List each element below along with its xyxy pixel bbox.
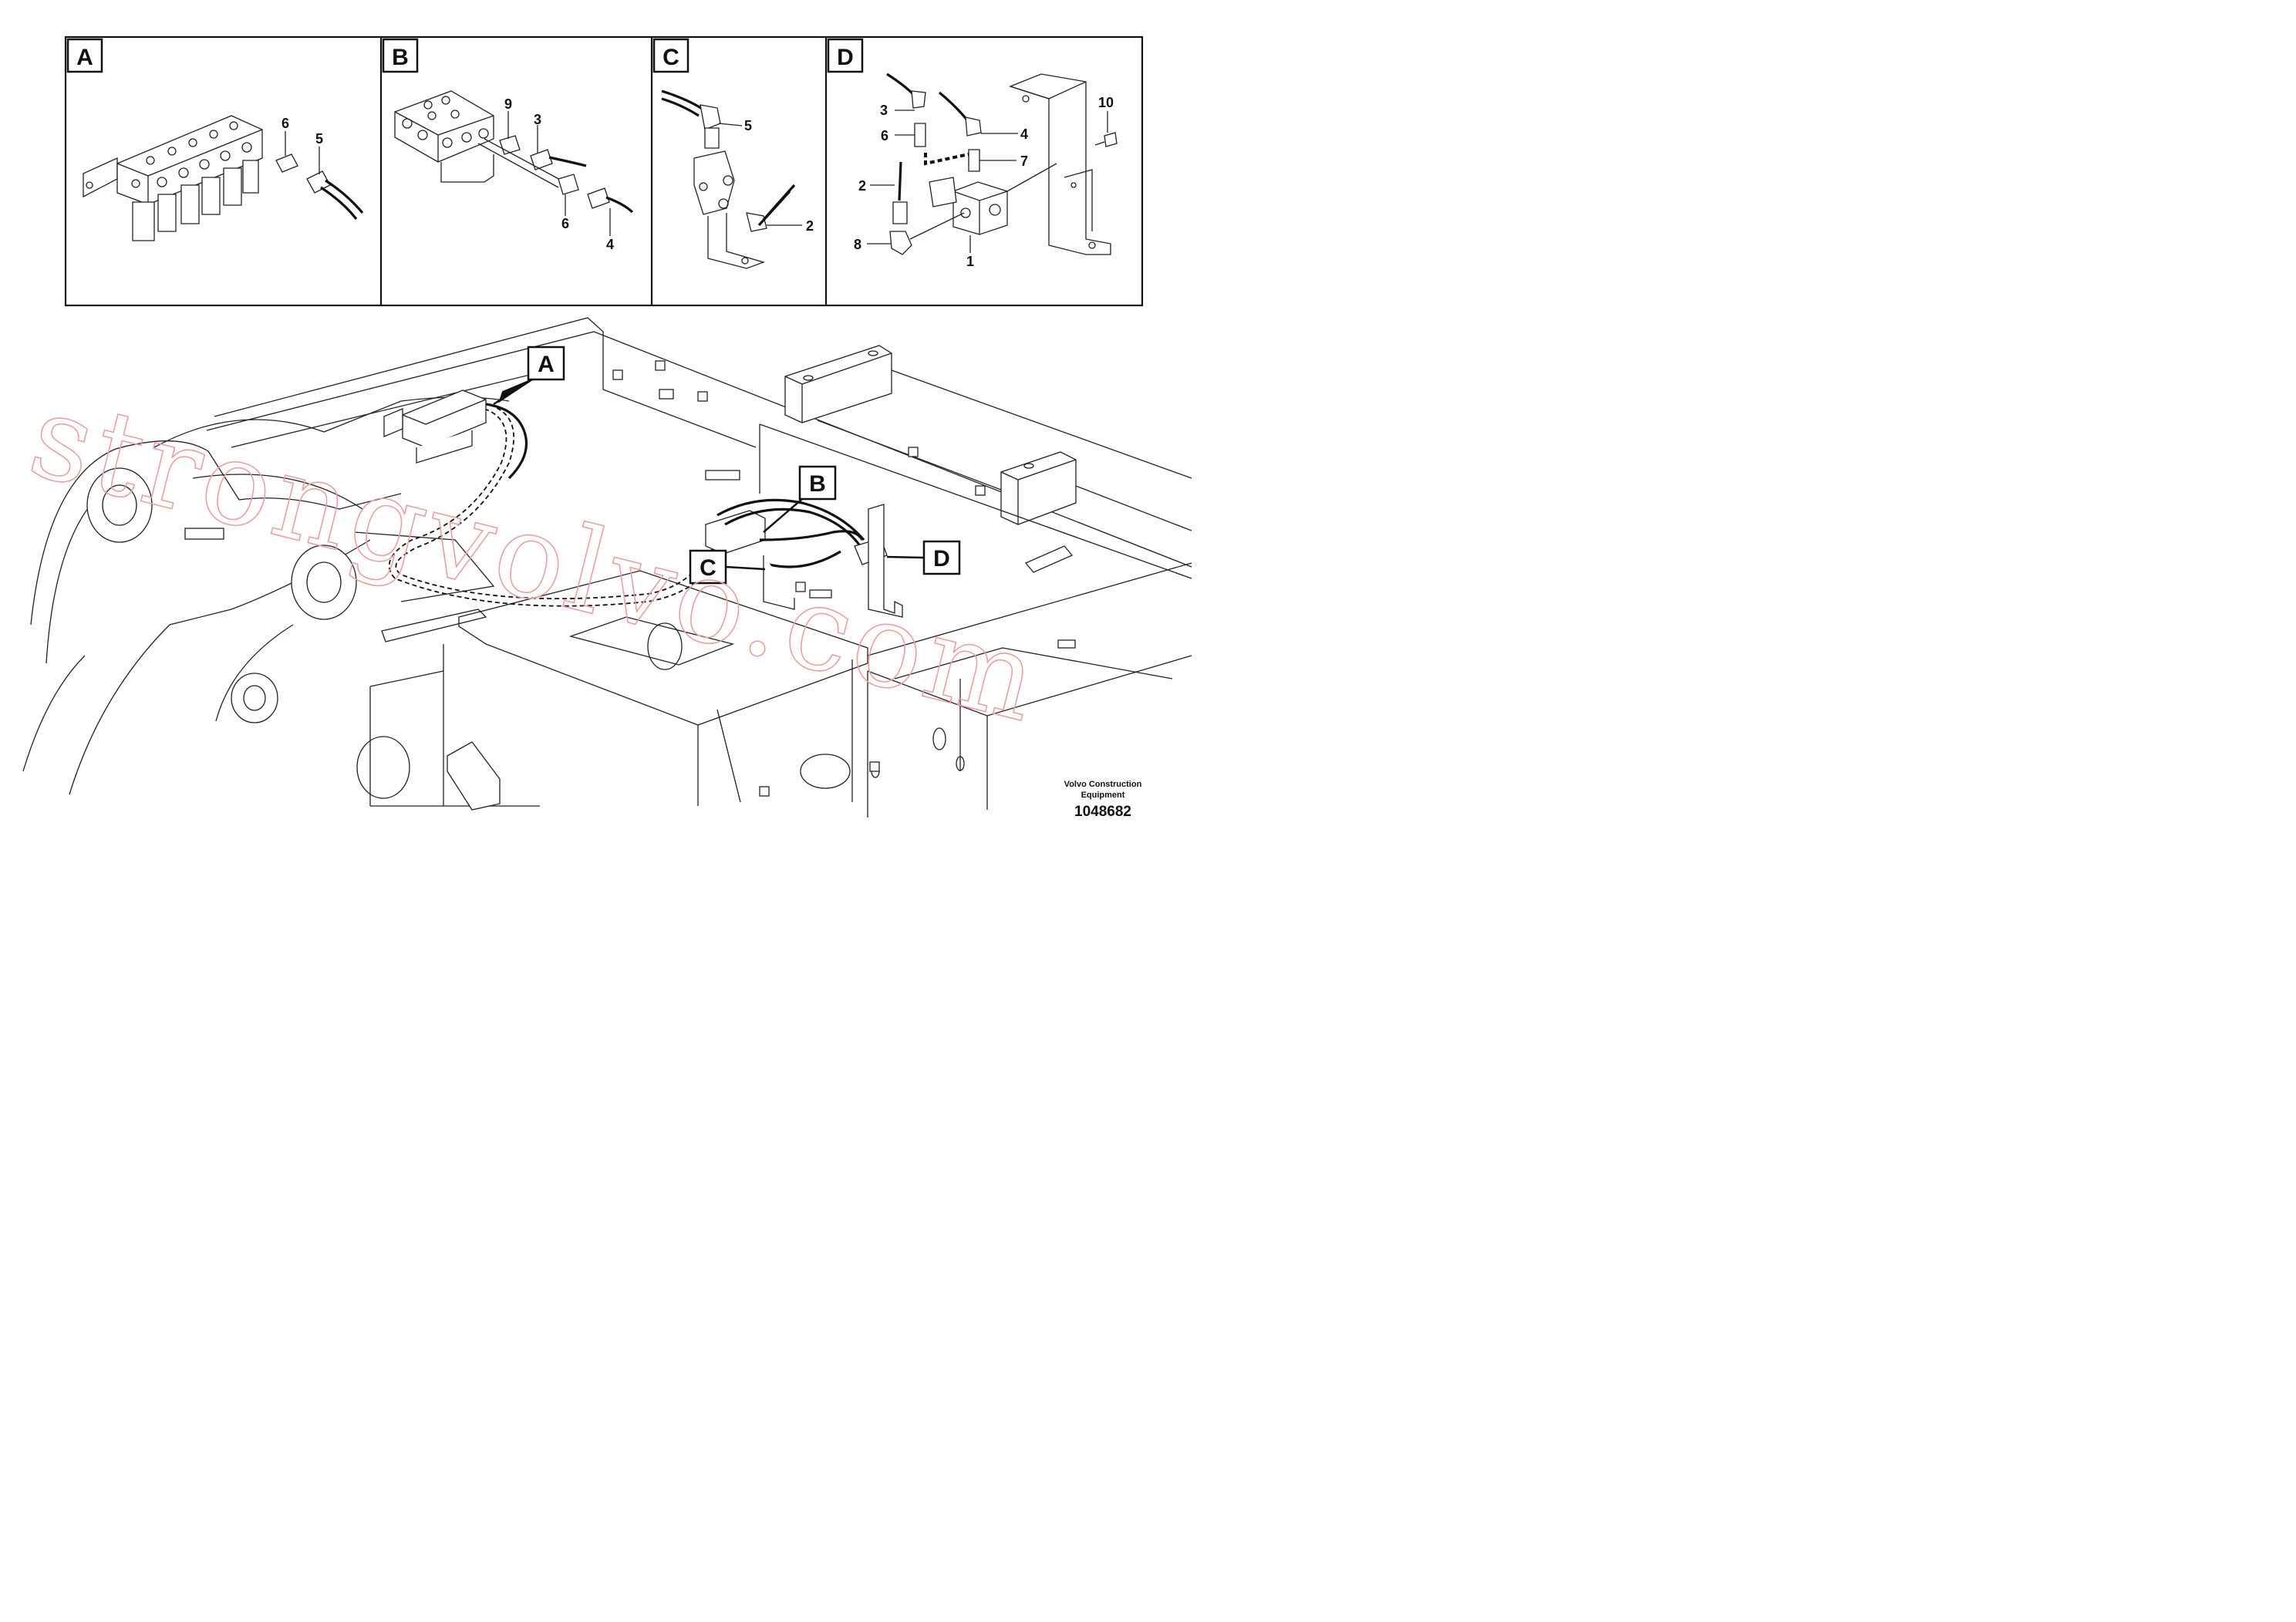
drawing-number: 1048682 bbox=[1074, 804, 1131, 820]
main-tag-d-group: D bbox=[886, 540, 961, 575]
callout-b-9: 9 bbox=[504, 96, 512, 112]
panel-a-label: A bbox=[76, 45, 93, 70]
callout-a-5: 5 bbox=[315, 131, 323, 147]
footer-company-line2: Equipment bbox=[1081, 791, 1125, 800]
panel-c-drawing bbox=[661, 89, 802, 269]
detail-panels-frame bbox=[64, 35, 1144, 307]
panel-c-label: C bbox=[663, 45, 679, 70]
main-tag-d: D bbox=[933, 546, 950, 572]
callout-c-2: 2 bbox=[806, 218, 814, 234]
callout-d-3: 3 bbox=[880, 103, 888, 118]
panel-a-label-box: A bbox=[66, 38, 103, 73]
main-tag-b-group: B bbox=[763, 465, 837, 533]
callout-b-4: 4 bbox=[606, 237, 614, 252]
callout-b-6: 6 bbox=[561, 216, 569, 231]
frame-small-blocks bbox=[184, 360, 1076, 797]
callout-d-7: 7 bbox=[1020, 153, 1028, 169]
callout-d-10: 10 bbox=[1098, 95, 1114, 110]
panel-d-label: D bbox=[837, 45, 854, 70]
main-tag-b: B bbox=[809, 471, 826, 497]
panel-b-label: B bbox=[392, 45, 409, 70]
callout-a-6: 6 bbox=[282, 116, 289, 131]
callout-d-2: 2 bbox=[858, 178, 866, 194]
panel-c-label-box: C bbox=[652, 38, 689, 73]
panel-b-ports bbox=[402, 96, 489, 148]
callout-d-4: 4 bbox=[1020, 126, 1028, 142]
panel-b-drawing bbox=[394, 90, 634, 236]
parts-diagram: A B C D bbox=[17, 35, 1192, 820]
callout-d-8: 8 bbox=[854, 237, 861, 252]
main-tag-c: C bbox=[700, 555, 716, 581]
watermark-text: strongvolvo.com bbox=[18, 369, 1054, 749]
footer-company-line1: Volvo Construction bbox=[1064, 780, 1142, 789]
callout-d-1: 1 bbox=[966, 254, 974, 269]
callout-d-6: 6 bbox=[881, 128, 888, 143]
main-tag-a-group: A bbox=[493, 346, 565, 406]
panel-a-drawing bbox=[83, 115, 364, 241]
panel-d-label-box: D bbox=[827, 38, 864, 73]
panel-d-drawing bbox=[867, 73, 1118, 255]
panel-a-bolt-heads bbox=[131, 121, 252, 188]
main-tag-c-group: C bbox=[689, 549, 766, 585]
callout-b-3: 3 bbox=[534, 112, 541, 127]
callout-c-5: 5 bbox=[744, 118, 752, 133]
main-assembly-view bbox=[22, 317, 1192, 818]
panel-b-label-box: B bbox=[382, 38, 419, 73]
main-tag-a: A bbox=[538, 352, 555, 377]
